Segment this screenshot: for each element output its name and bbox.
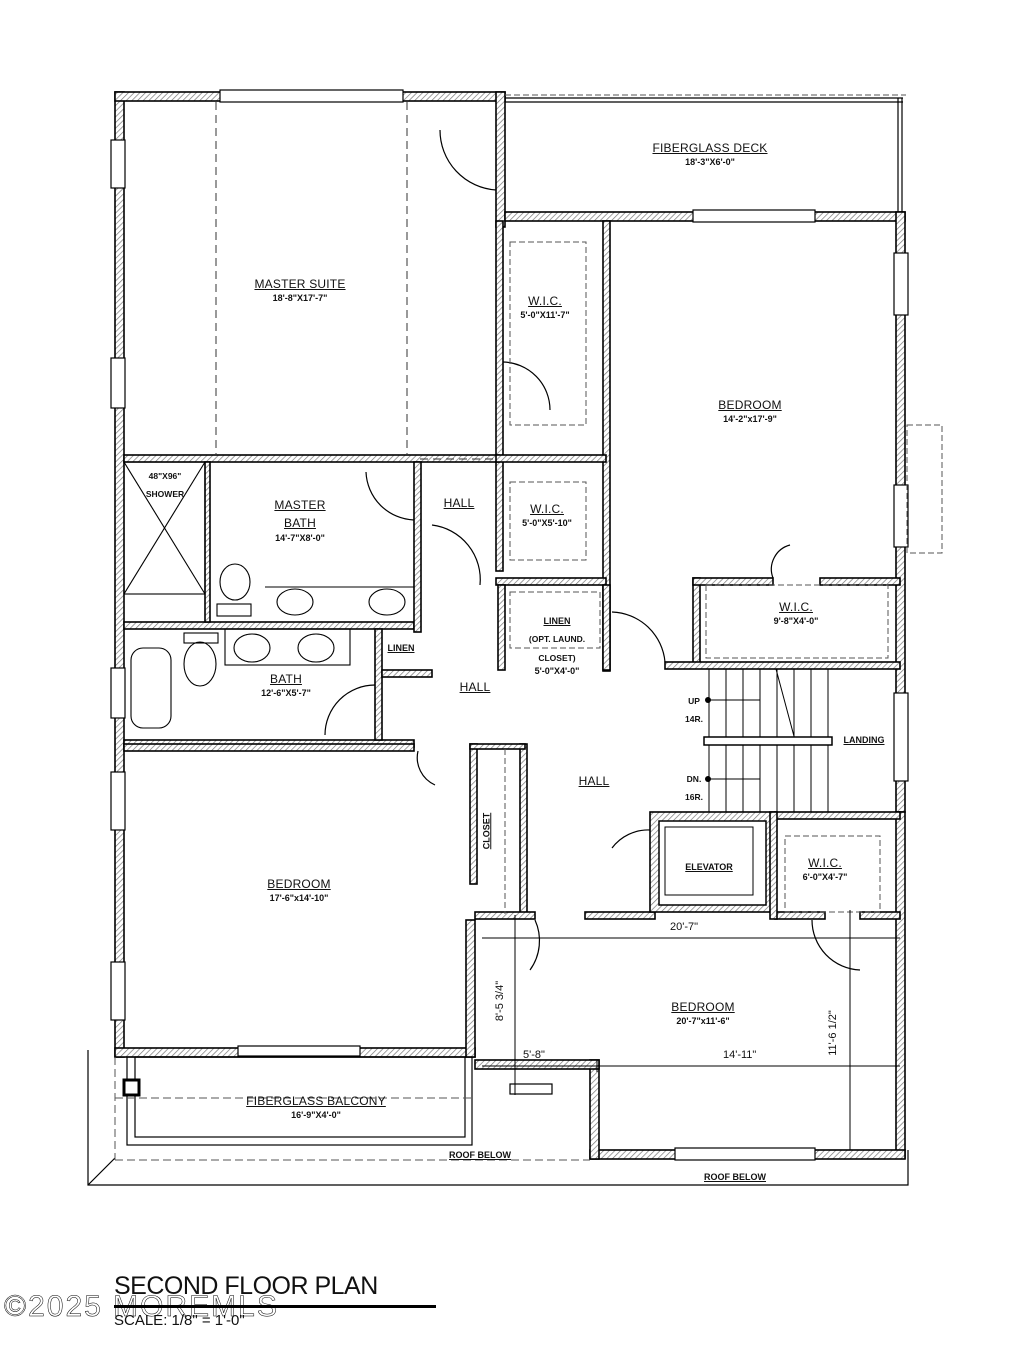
room-name: ELEVATOR	[685, 862, 733, 872]
stairs-dn-risers: 16R.	[685, 792, 703, 803]
room-dim: 20'-7"x11'-6"	[676, 1016, 730, 1027]
dim-left-seg: 5'-8"	[523, 1049, 545, 1061]
stairs-dn: DN.	[686, 774, 702, 784]
hall-3-label: HALL	[579, 772, 610, 790]
fiberglass-balcony-label: FIBERGLASS BALCONY 16'-9"X4'-0"	[246, 1092, 386, 1121]
room-line2: (OPT. LAUND.	[528, 634, 586, 645]
room-name-2: BATH	[284, 516, 316, 531]
room-name: BEDROOM	[671, 1000, 735, 1014]
roof-below: ROOF BELOW	[704, 1172, 766, 1182]
plan-title: SECOND FLOOR PLAN	[114, 1272, 378, 1300]
room-dim: 5'-0"X5'-10"	[522, 518, 572, 529]
bath-label: BATH 12'-6"X5'-7"	[261, 670, 311, 699]
room-dim: 5'-0"X4'-0"	[534, 666, 580, 677]
room-name: LINEN	[543, 616, 571, 626]
wic-3-label: W.I.C. 9'-8"X4'-0"	[774, 598, 819, 627]
shower-label: 48"X96" SHOWER	[146, 466, 184, 503]
watermark: ©2025 MOREMLS	[4, 1290, 279, 1324]
room-name: MASTER	[274, 498, 326, 512]
room-dim: 12'-6"X5'-7"	[261, 688, 311, 699]
master-suite-label: MASTER SUITE 18'-8"X17'-7"	[254, 275, 345, 304]
fiberglass-deck-label: FIBERGLASS DECK 18'-3"X6'-0"	[652, 139, 767, 168]
room-name: BATH	[270, 672, 302, 686]
wic-2-label: W.I.C. 5'-0"X5'-10"	[522, 500, 572, 529]
landing-label: LANDING	[844, 730, 885, 748]
wic-1-label: W.I.C. 5'-0"X11'-7"	[520, 292, 569, 321]
room-dim: 18'-8"X17'-7"	[272, 293, 328, 304]
elevator-label: ELEVATOR	[685, 857, 733, 875]
linen-laund-label: LINEN (OPT. LAUND. CLOSET) 5'-0"X4'-0"	[529, 611, 585, 677]
room-name: BEDROOM	[267, 877, 331, 891]
room-name: CLOSET	[481, 812, 492, 850]
roof-below-2-label: ROOF BELOW	[704, 1167, 766, 1185]
room-name: FIBERGLASS BALCONY	[246, 1094, 386, 1108]
dim-right-seg: 14'-11"	[723, 1049, 757, 1061]
room-name: BEDROOM	[718, 398, 782, 412]
room-name: W.I.C.	[530, 502, 564, 516]
bedroom-w-label: BEDROOM 17'-6"x14'-10"	[267, 875, 330, 904]
room-dim: 9'-8"X4'-0"	[773, 616, 819, 627]
bedroom-se-label: BEDROOM 20'-7"x11'-6"	[671, 998, 734, 1027]
stairs-dn-label: DN. 16R.	[685, 769, 703, 806]
room-dim: 18'-3"X6'-0"	[685, 157, 735, 168]
room-dim: 16'-9"X4'-0"	[291, 1110, 341, 1121]
linen-small-label: LINEN	[388, 638, 415, 656]
room-dim: 14'-7"X8'-0"	[275, 532, 325, 543]
room-dim: 14'-2"x17'-9"	[723, 414, 777, 425]
closet-label: CLOSET	[481, 813, 491, 850]
dim-left-vert: 8'-5 3/4"	[494, 980, 507, 1022]
room-name: W.I.C.	[779, 600, 813, 614]
roof-below-1-label: ROOF BELOW	[449, 1145, 511, 1163]
dim-right-vert: 11'-6 1/2"	[826, 1010, 839, 1056]
shower-name: SHOWER	[145, 489, 185, 500]
stairs-up-risers: 14R.	[685, 714, 703, 725]
title-underline	[114, 1305, 436, 1308]
room-name: HALL	[578, 774, 610, 788]
hall-2-label: HALL	[460, 678, 491, 696]
hall-1-label: HALL	[444, 494, 475, 512]
stairs-up-label: UP 14R.	[685, 691, 703, 728]
room-name: W.I.C.	[528, 294, 562, 308]
bedroom-ne-label: BEDROOM 14'-2"x17'-9"	[718, 396, 781, 425]
stairs-up: UP	[688, 696, 700, 706]
room-name: W.I.C.	[808, 856, 842, 870]
shower-size: 48"X96"	[148, 471, 182, 481]
room-name: FIBERGLASS DECK	[652, 141, 768, 155]
room-dim: 17'-6"x14'-10"	[269, 893, 329, 904]
room-name: HALL	[459, 680, 491, 694]
room-name: LINEN	[387, 643, 415, 653]
room-dim: 6'-0"X4'-7"	[802, 872, 848, 883]
dim-top-width: 20'-7"	[670, 921, 699, 933]
room-line3: CLOSET)	[538, 652, 576, 663]
room-name: LANDING	[843, 735, 885, 745]
wic-4-label: W.I.C. 6'-0"X4'-7"	[803, 854, 848, 883]
room-name: HALL	[443, 496, 475, 510]
room-name: MASTER SUITE	[254, 277, 346, 291]
roof-below: ROOF BELOW	[449, 1150, 511, 1160]
room-dim: 5'-0"X11'-7"	[520, 310, 570, 321]
plan-scale: SCALE: 1/8" = 1'-0"	[114, 1312, 245, 1329]
